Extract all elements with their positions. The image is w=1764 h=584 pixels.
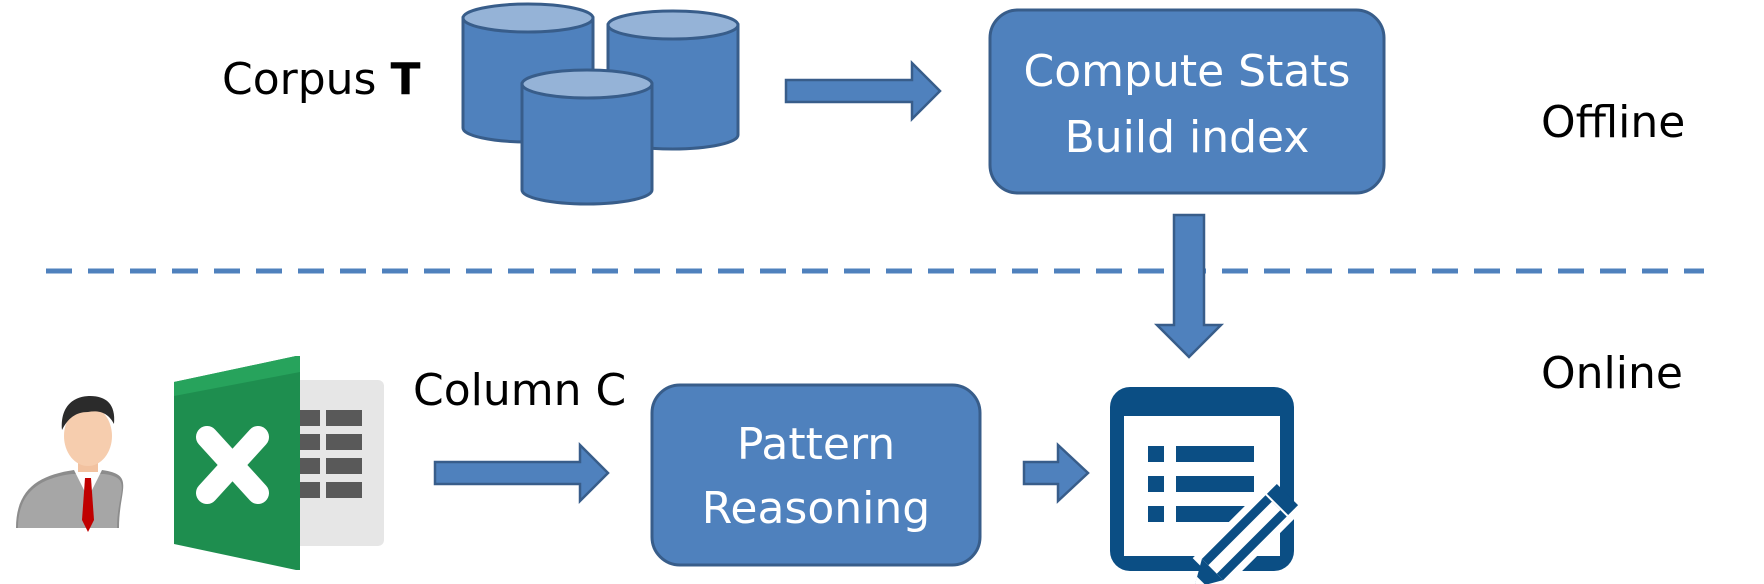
form-edit-icon: [1110, 387, 1302, 584]
pattern-box-line1: Pattern: [737, 419, 895, 470]
pattern-box-line2: Reasoning: [702, 483, 930, 534]
arrow-pattern-to-output: [1022, 442, 1090, 504]
arrow-corpus-to-compute: [784, 59, 942, 123]
arrow-index-to-output: [1153, 213, 1225, 359]
arrow-column-to-pattern: [433, 441, 610, 505]
online-label: Online: [1541, 348, 1683, 399]
column-c-label: Column C: [413, 365, 626, 416]
corpus-label: Corpus T: [222, 54, 421, 105]
excel-x-mark: [196, 426, 269, 504]
pattern-reasoning-box: Pattern Reasoning: [650, 383, 982, 567]
database-stack-icon: [461, 2, 740, 206]
pencil-icon: [1192, 480, 1302, 584]
database-cylinder-3: [520, 68, 654, 206]
compute-stats-box: Compute Stats Build index: [988, 8, 1386, 195]
spreadsheet-grid: [300, 410, 362, 498]
user-avatar-icon: [16, 396, 124, 532]
compute-box-line1: Compute Stats: [1024, 46, 1351, 97]
excel-spreadsheet-icon: [174, 356, 384, 570]
corpus-label-text: Corpus: [222, 54, 376, 105]
offline-label: Offline: [1541, 97, 1685, 148]
compute-box-line2: Build index: [1065, 112, 1310, 163]
corpus-symbol: T: [390, 54, 420, 105]
form-lines: [1148, 446, 1254, 522]
